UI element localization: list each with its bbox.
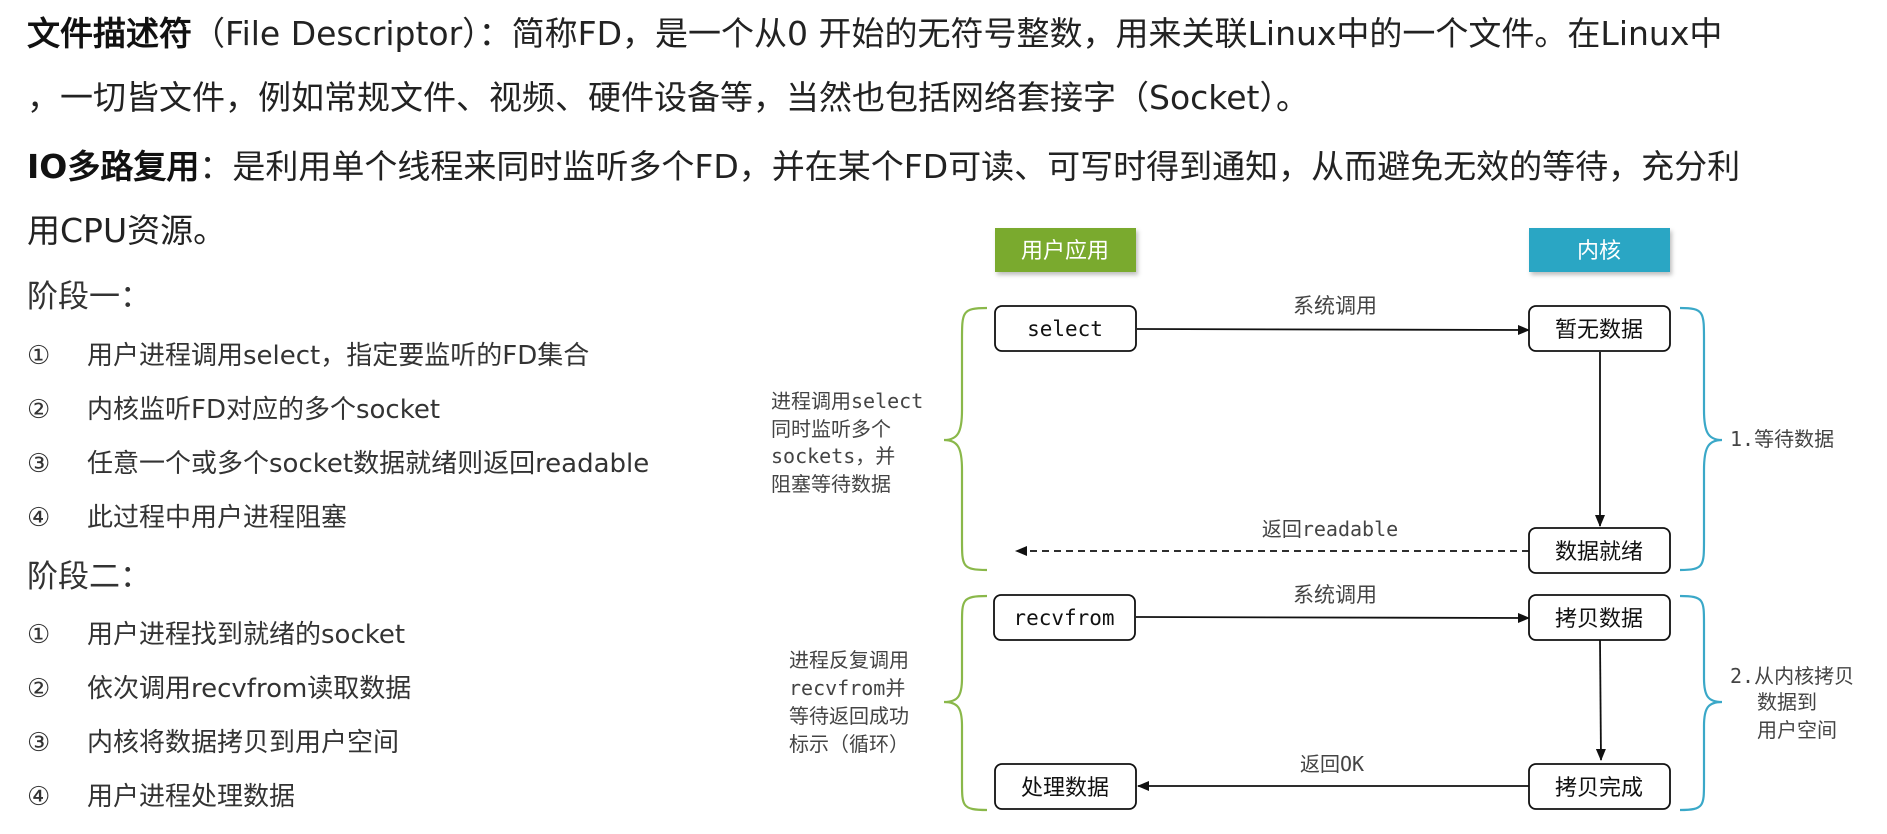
step-number: ③ (27, 449, 51, 479)
fd-text-1: （File Descriptor）：简称FD，是一个从0 开始的无符号整数，用来… (192, 14, 1723, 53)
step-text: 内核监听FD对应的多个socket (87, 395, 441, 425)
io-multiplexing-definition: IO多路复用：是利用单个线程来同时监听多个FD，并在某个FD可读、可写时得到通知… (27, 135, 1867, 263)
note-line: 标示（循环） (789, 732, 909, 756)
user-app-header-label: 用户应用 (1021, 239, 1109, 264)
note-line: 进程调用select (771, 389, 923, 413)
stage1-left-brace (943, 306, 988, 572)
stage2-right-note: 2.从内核拷贝 数据到 用户空间 (1730, 664, 1854, 742)
process-data-box: 处理数据 (994, 763, 1137, 810)
note-line: 2.从内核拷贝 (1730, 664, 1854, 688)
note-line: 数据到 (1757, 690, 1817, 714)
stage2-step: ① 用户进程找到就绪的socket (27, 618, 405, 652)
select-box-label: select (1027, 317, 1103, 341)
copy-data-box: 拷贝数据 (1528, 594, 1671, 641)
return-readable-label: 返回readable (1262, 517, 1398, 541)
fd-text-2: ，一切皆文件，例如常规文件、视频、硬件设备等，当然也包括网络套接字（Socket… (27, 78, 1309, 117)
stage1-step: ③ 任意一个或多个socket数据就绪则返回readable (27, 447, 649, 481)
stage1-left-note: 进程调用select 同时监听多个 sockets，并 阻塞等待数据 (771, 389, 923, 496)
note-line: 用户空间 (1757, 718, 1837, 742)
syscall-label-1: 系统调用 (1293, 294, 1377, 318)
step-text: 用户进程调用select，指定要监听的FD集合 (87, 341, 590, 371)
step-number: ④ (27, 503, 51, 533)
note-line: 等待返回成功 (789, 704, 909, 728)
syscall-label-2: 系统调用 (1293, 583, 1377, 607)
stage2-step: ③ 内核将数据拷贝到用户空间 (27, 726, 399, 760)
step-number: ① (27, 341, 51, 371)
step-text: 任意一个或多个socket数据就绪则返回readable (87, 449, 650, 479)
copy-data-box-label: 拷贝数据 (1555, 607, 1643, 632)
syscall-arrow-2 (1135, 612, 1530, 623)
note-line: 进程反复调用 (789, 648, 909, 672)
step-text: 用户进程处理数据 (87, 782, 296, 812)
process-data-box-label: 处理数据 (1021, 776, 1109, 801)
data-ready-box-label: 数据就绪 (1555, 540, 1643, 565)
step-text: 此过程中用户进程阻塞 (87, 503, 348, 533)
kernel-header-label: 内核 (1577, 239, 1621, 264)
user-app-header: 用户应用 (995, 228, 1136, 272)
step-number: ② (27, 674, 51, 704)
stage1-right-brace (1679, 306, 1723, 572)
io-text-1: ：是利用单个线程来同时监听多个FD，并在某个FD可读、可写时得到通知，从而避免无… (199, 147, 1741, 186)
return-ok-label: 返回OK (1300, 752, 1364, 776)
io-term: IO多路复用 (27, 147, 200, 186)
select-box: select (994, 305, 1137, 352)
stage2-left-note: 进程反复调用 recvfrom并 等待返回成功 标示（循环） (789, 648, 909, 756)
syscall-arrow-1 (1136, 324, 1530, 335)
recvfrom-box: recvfrom (993, 594, 1136, 641)
fd-term: 文件描述符 (27, 14, 192, 53)
stage1-step: ① 用户进程调用select，指定要监听的FD集合 (27, 339, 589, 373)
copy-arrow (1595, 639, 1606, 761)
step-text: 内核将数据拷贝到用户空间 (87, 728, 400, 758)
note-line: recvfrom并 (789, 676, 905, 700)
step-number: ① (27, 620, 51, 650)
no-data-box-label: 暂无数据 (1555, 318, 1643, 343)
stage2-right-brace (1679, 594, 1723, 812)
note-line: 阻塞等待数据 (771, 472, 891, 496)
stage2-left-brace (943, 594, 988, 812)
stage2-step: ② 依次调用recvfrom读取数据 (27, 672, 411, 706)
note-line: 1.等待数据 (1730, 427, 1834, 451)
copy-done-box-label: 拷贝完成 (1555, 776, 1643, 801)
stage2-step: ④ 用户进程处理数据 (27, 780, 295, 814)
stage1-step: ② 内核监听FD对应的多个socket (27, 393, 440, 427)
step-number: ③ (27, 728, 51, 758)
step-text: 用户进程找到就绪的socket (87, 620, 406, 650)
stage1-title: 阶段一： (27, 279, 151, 315)
kernel-header: 内核 (1529, 228, 1670, 272)
stage1-step: ④ 此过程中用户进程阻塞 (27, 501, 347, 535)
copy-done-box: 拷贝完成 (1528, 763, 1671, 810)
step-number: ④ (27, 782, 51, 812)
note-line: 同时监听多个 (771, 417, 891, 441)
fd-definition: 文件描述符（File Descriptor）：简称FD，是一个从0 开始的无符号… (27, 2, 1867, 130)
step-number: ② (27, 395, 51, 425)
note-line: sockets，并 (771, 444, 895, 468)
stage2-title: 阶段二： (27, 559, 151, 595)
step-text: 依次调用recvfrom读取数据 (87, 674, 412, 704)
recvfrom-box-label: recvfrom (1013, 606, 1114, 630)
data-ready-box: 数据就绪 (1528, 527, 1671, 574)
io-text-2: 用CPU资源。 (27, 211, 227, 250)
no-data-box: 暂无数据 (1528, 305, 1671, 352)
stage1-right-note: 1.等待数据 (1730, 427, 1834, 451)
